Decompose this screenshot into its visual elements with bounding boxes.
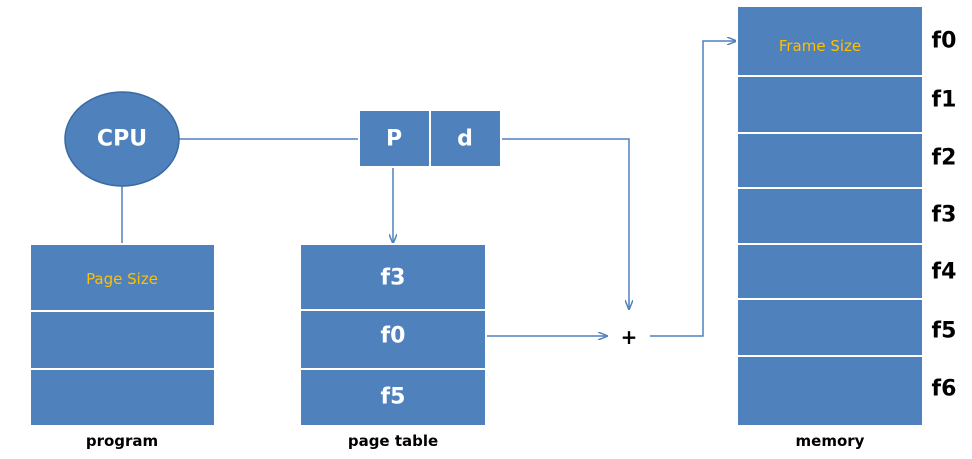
page-table-entry-label: f5 — [381, 385, 406, 410]
offset-to-adder-arrow — [500, 138, 629, 309]
memory-frame — [736, 298, 924, 357]
memory-frame — [736, 187, 924, 245]
program-page-2 — [29, 368, 216, 427]
page-table-entry — [299, 243, 487, 311]
frame-number-label: f6 — [932, 377, 957, 402]
page-table-entry-label: f0 — [381, 324, 406, 349]
page-table-entry — [299, 309, 487, 370]
memory-frame — [736, 355, 924, 427]
page-number-label: P — [386, 127, 402, 152]
page-number-cell — [358, 109, 431, 168]
logical-address: P d — [358, 109, 502, 168]
program-caption: program — [86, 432, 158, 450]
memory-block: Frame Size f0 f1 f2 f3 f4 f5 f6 memory — [736, 5, 957, 450]
program-page-0 — [29, 243, 216, 312]
memory-frame — [736, 243, 924, 300]
frame-number-label: f1 — [932, 88, 957, 113]
memory-frame — [736, 5, 924, 77]
page-table: f3 f0 f5 page table — [299, 243, 487, 450]
cpu-label: CPU — [97, 127, 147, 152]
frame-number-label: f2 — [932, 146, 957, 171]
memory-caption: memory — [796, 432, 865, 450]
offset-label: d — [457, 127, 473, 152]
page-table-entry-label: f3 — [381, 266, 406, 291]
page-size-label: Page Size — [86, 270, 158, 288]
program-page-1 — [29, 310, 216, 370]
cpu-node: CPU — [64, 91, 180, 187]
adder-to-memory-arrow — [650, 41, 736, 337]
offset-cell — [429, 109, 502, 168]
frame-number-label: f3 — [932, 203, 957, 228]
frame-size-label: Frame Size — [779, 37, 861, 55]
frame-number-label: f5 — [932, 319, 957, 344]
memory-frame — [736, 132, 924, 189]
page-table-caption: page table — [348, 432, 438, 450]
frame-number-label: f4 — [932, 260, 957, 285]
frame-number-label: f0 — [932, 29, 957, 54]
memory-frame — [736, 75, 924, 134]
adder-symbol: + — [621, 325, 638, 349]
program-block: Page Size program — [29, 243, 216, 450]
page-table-entry — [299, 368, 487, 427]
